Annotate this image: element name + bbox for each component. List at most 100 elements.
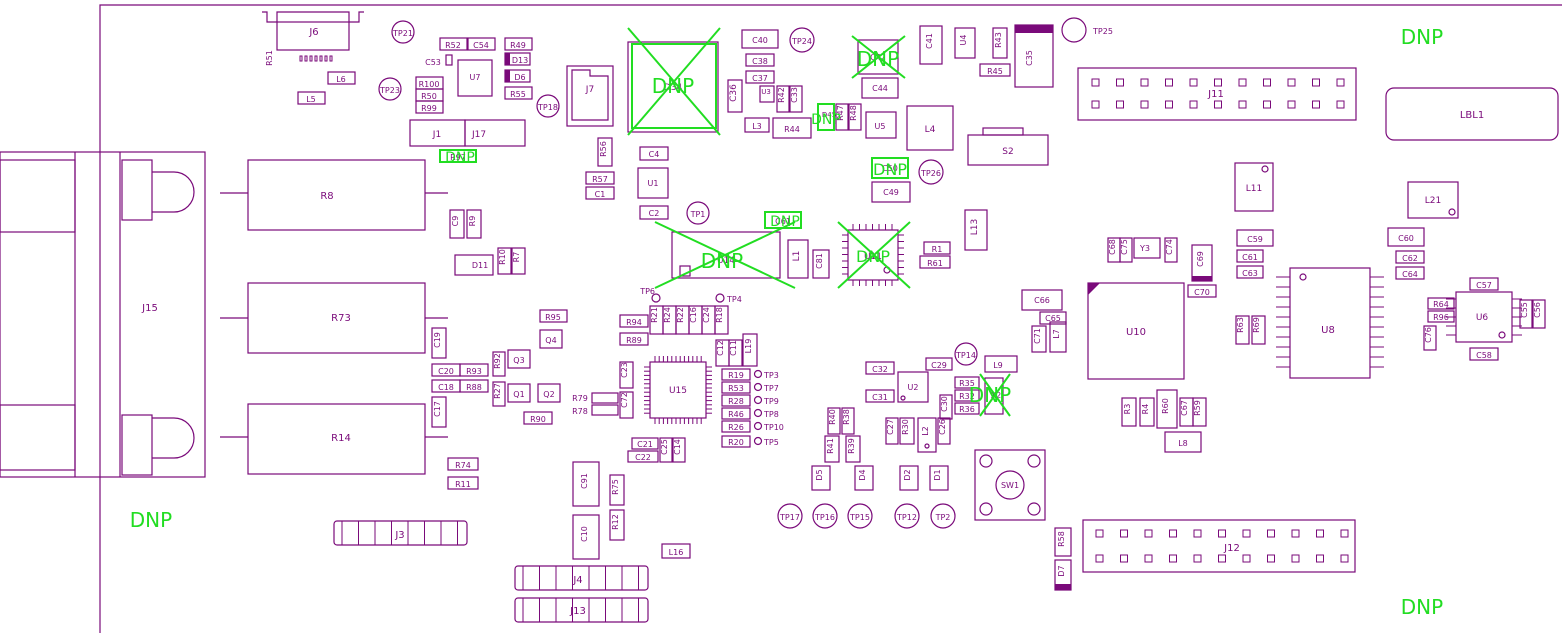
label-tp10: TP10 bbox=[763, 423, 784, 432]
label-r41: R41 bbox=[826, 438, 835, 454]
label-c36: C36 bbox=[729, 84, 739, 102]
label-tp5: TP5 bbox=[763, 438, 779, 447]
label-lbl1: LBL1 bbox=[1460, 110, 1484, 121]
label-d4: D4 bbox=[858, 469, 867, 480]
pad-j12 bbox=[1144, 529, 1153, 538]
label-r40: R40 bbox=[828, 409, 837, 425]
label-c44: C44 bbox=[872, 84, 888, 93]
label-tp14: TP14 bbox=[955, 351, 976, 360]
label-c4: C4 bbox=[649, 150, 660, 159]
label-c68: C68 bbox=[1108, 239, 1117, 255]
label-r90: R90 bbox=[530, 415, 546, 424]
label-c91: C91 bbox=[580, 473, 589, 489]
label-r79: R79 bbox=[572, 394, 588, 403]
label-r50: R50 bbox=[421, 92, 437, 101]
label-u15: U15 bbox=[669, 386, 687, 396]
dnp-text-11: DNP bbox=[1401, 25, 1443, 49]
ic-u10: U10 bbox=[1087, 282, 1185, 380]
label-tp9: TP9 bbox=[763, 397, 779, 406]
label-r42: R42 bbox=[777, 87, 786, 103]
board-outline bbox=[99, 4, 1562, 633]
label-r47: R47 bbox=[836, 105, 845, 121]
label-r74: R74 bbox=[455, 461, 471, 470]
dnp-text-7: DNP bbox=[701, 249, 743, 273]
label-r58: R58 bbox=[1057, 531, 1066, 547]
label-r36: R36 bbox=[959, 405, 975, 414]
label-r51: R51 bbox=[265, 50, 274, 66]
label-tp1: TP1 bbox=[690, 210, 706, 219]
label-r92: R92 bbox=[493, 353, 502, 369]
label-tp4: TP4 bbox=[726, 295, 742, 304]
label-r55: R55 bbox=[510, 90, 526, 99]
label-c20: C20 bbox=[438, 367, 454, 376]
dnp-mark-d34: DNP bbox=[627, 27, 721, 136]
label-d34: D34 bbox=[664, 83, 683, 93]
pad-j12 bbox=[1218, 554, 1226, 563]
label-c22: C22 bbox=[635, 453, 651, 462]
pad-j12 bbox=[1169, 554, 1177, 563]
pad-j11 bbox=[1336, 78, 1345, 87]
label-c29: C29 bbox=[931, 361, 947, 370]
pad-j11 bbox=[1189, 78, 1198, 87]
label-c57: C57 bbox=[1476, 281, 1492, 290]
pad-j12 bbox=[1169, 529, 1177, 538]
label-c24: C24 bbox=[702, 307, 711, 323]
label-c54: C54 bbox=[473, 41, 489, 50]
label-r73: R73 bbox=[331, 313, 351, 324]
label-c60: C60 bbox=[1398, 234, 1414, 243]
header-j3 bbox=[333, 520, 468, 546]
switch-s2: S2 bbox=[967, 127, 1049, 166]
label-l4: L4 bbox=[925, 125, 936, 135]
label-r27: R27 bbox=[493, 383, 502, 399]
pad-j12 bbox=[1193, 529, 1202, 538]
header-j4 bbox=[514, 565, 649, 591]
label-r93: R93 bbox=[466, 367, 482, 376]
label-r14: R14 bbox=[331, 433, 351, 444]
pad-j12 bbox=[1120, 529, 1128, 538]
label-u10: U10 bbox=[1126, 327, 1146, 338]
label-l13: L13 bbox=[970, 219, 980, 235]
label-tp16: TP16 bbox=[814, 513, 835, 522]
label-c41: C41 bbox=[925, 33, 934, 49]
label-tp21: TP21 bbox=[392, 29, 413, 38]
label-c53: C53 bbox=[425, 58, 441, 67]
label-r88: R88 bbox=[466, 383, 482, 392]
label-c69: C69 bbox=[1196, 251, 1205, 267]
label-l7: L7 bbox=[1052, 329, 1061, 339]
label-j13: J13 bbox=[569, 606, 586, 617]
label-c32: C32 bbox=[872, 365, 888, 374]
label-r32: R32 bbox=[959, 392, 975, 401]
resistor-r8: R8 bbox=[220, 159, 448, 231]
label-j15: J15 bbox=[141, 303, 158, 314]
label-u1: U1 bbox=[648, 179, 659, 188]
label-l11: L11 bbox=[1246, 184, 1262, 194]
label-l8: L8 bbox=[1178, 439, 1188, 448]
pad-j11 bbox=[1140, 100, 1149, 109]
label-sw1: SW1 bbox=[1001, 481, 1019, 490]
pin-j6 bbox=[299, 55, 303, 62]
pad-j12 bbox=[1218, 529, 1226, 538]
ic-u8: U8 bbox=[1289, 267, 1371, 379]
pad-j11 bbox=[1116, 100, 1124, 109]
label-j6: J6 bbox=[308, 27, 318, 38]
label-tp15: TP15 bbox=[849, 513, 870, 522]
label-c14: C14 bbox=[673, 439, 682, 455]
label-j1: J1 bbox=[432, 130, 441, 140]
label-tp7: TP7 bbox=[763, 384, 779, 393]
pad-j12 bbox=[1316, 554, 1324, 563]
label-r78: R78 bbox=[572, 407, 588, 416]
label-u14: U14 bbox=[717, 256, 735, 266]
label-c65: C65 bbox=[1045, 314, 1061, 323]
dnp-text-4: DNP bbox=[811, 112, 841, 128]
label-c66: C66 bbox=[1034, 296, 1050, 305]
label-r45: R45 bbox=[987, 67, 1003, 76]
pin-j6 bbox=[329, 55, 333, 62]
label-r20: R20 bbox=[728, 438, 744, 447]
pad-j11 bbox=[1091, 100, 1100, 109]
label-r69: R69 bbox=[1252, 317, 1261, 333]
label-j17: J17 bbox=[471, 130, 486, 140]
label-c16: C16 bbox=[689, 307, 698, 323]
pad-j11 bbox=[1214, 78, 1222, 87]
label-r11: R11 bbox=[455, 480, 471, 489]
pad-j12 bbox=[1193, 554, 1202, 563]
